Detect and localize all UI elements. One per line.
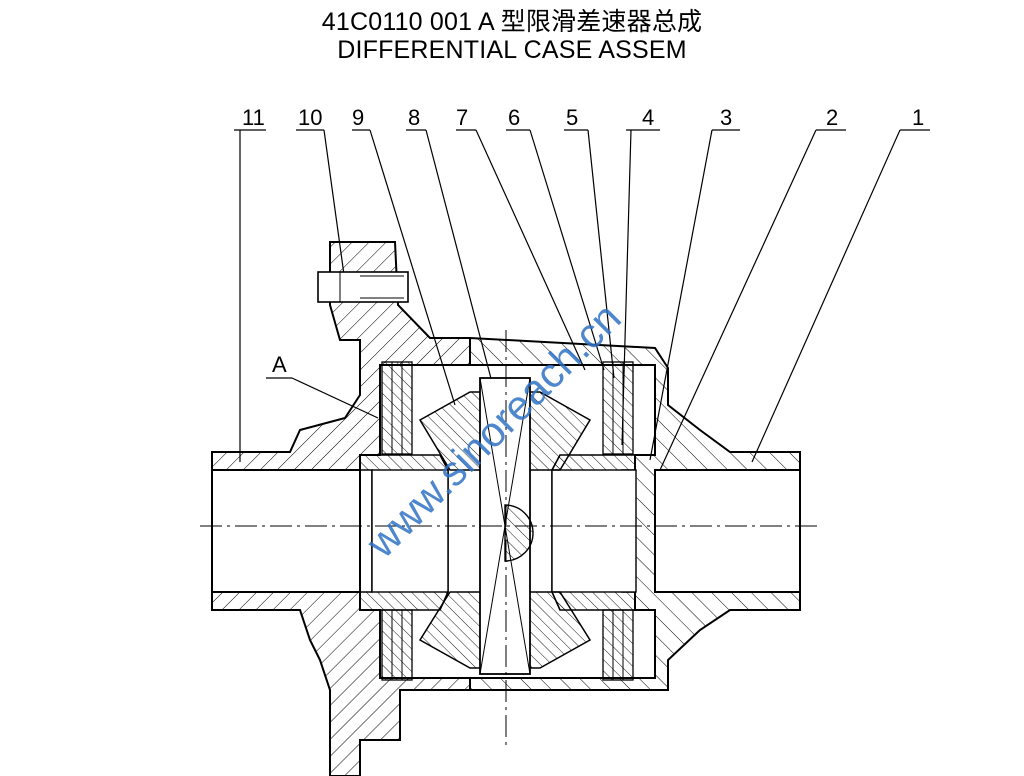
flange-bolt xyxy=(317,271,409,303)
right-axle-bore xyxy=(654,469,801,593)
callout-1: 1 xyxy=(751,105,930,463)
callout-6: 6 xyxy=(506,105,605,371)
part-number-7: 7 xyxy=(456,105,468,130)
part-number-9: 9 xyxy=(352,105,364,130)
part-number-5: 5 xyxy=(566,105,578,130)
left-clutch-pack xyxy=(381,361,413,681)
drawing-title-en: DIFFERENTIAL CASE ASSEM xyxy=(337,36,687,64)
part-number-6: 6 xyxy=(508,105,520,130)
callout-11: 11 xyxy=(234,105,266,462)
right-clutch-pack xyxy=(602,361,634,681)
part-number-4: 4 xyxy=(642,105,654,130)
callout-5: 5 xyxy=(564,105,615,379)
callout-7: 7 xyxy=(456,105,586,371)
callout-2: 2 xyxy=(659,105,846,471)
detail-label-a: A xyxy=(272,352,287,377)
drawing-title-cn: 41C0110 001 A 型限滑差速器总成 xyxy=(321,8,703,36)
part-number-3: 3 xyxy=(720,105,732,130)
shaft-lock-pin xyxy=(504,504,534,562)
part-number-10: 10 xyxy=(298,105,322,130)
part-number-1: 1 xyxy=(912,105,924,130)
part-number-11: 11 xyxy=(242,105,265,130)
left-side-gear-bore xyxy=(371,469,449,593)
right-side-gear-bore xyxy=(551,469,637,593)
left-axle-bore xyxy=(211,469,361,593)
part-number-2: 2 xyxy=(826,105,838,130)
part-number-8: 8 xyxy=(408,105,420,130)
